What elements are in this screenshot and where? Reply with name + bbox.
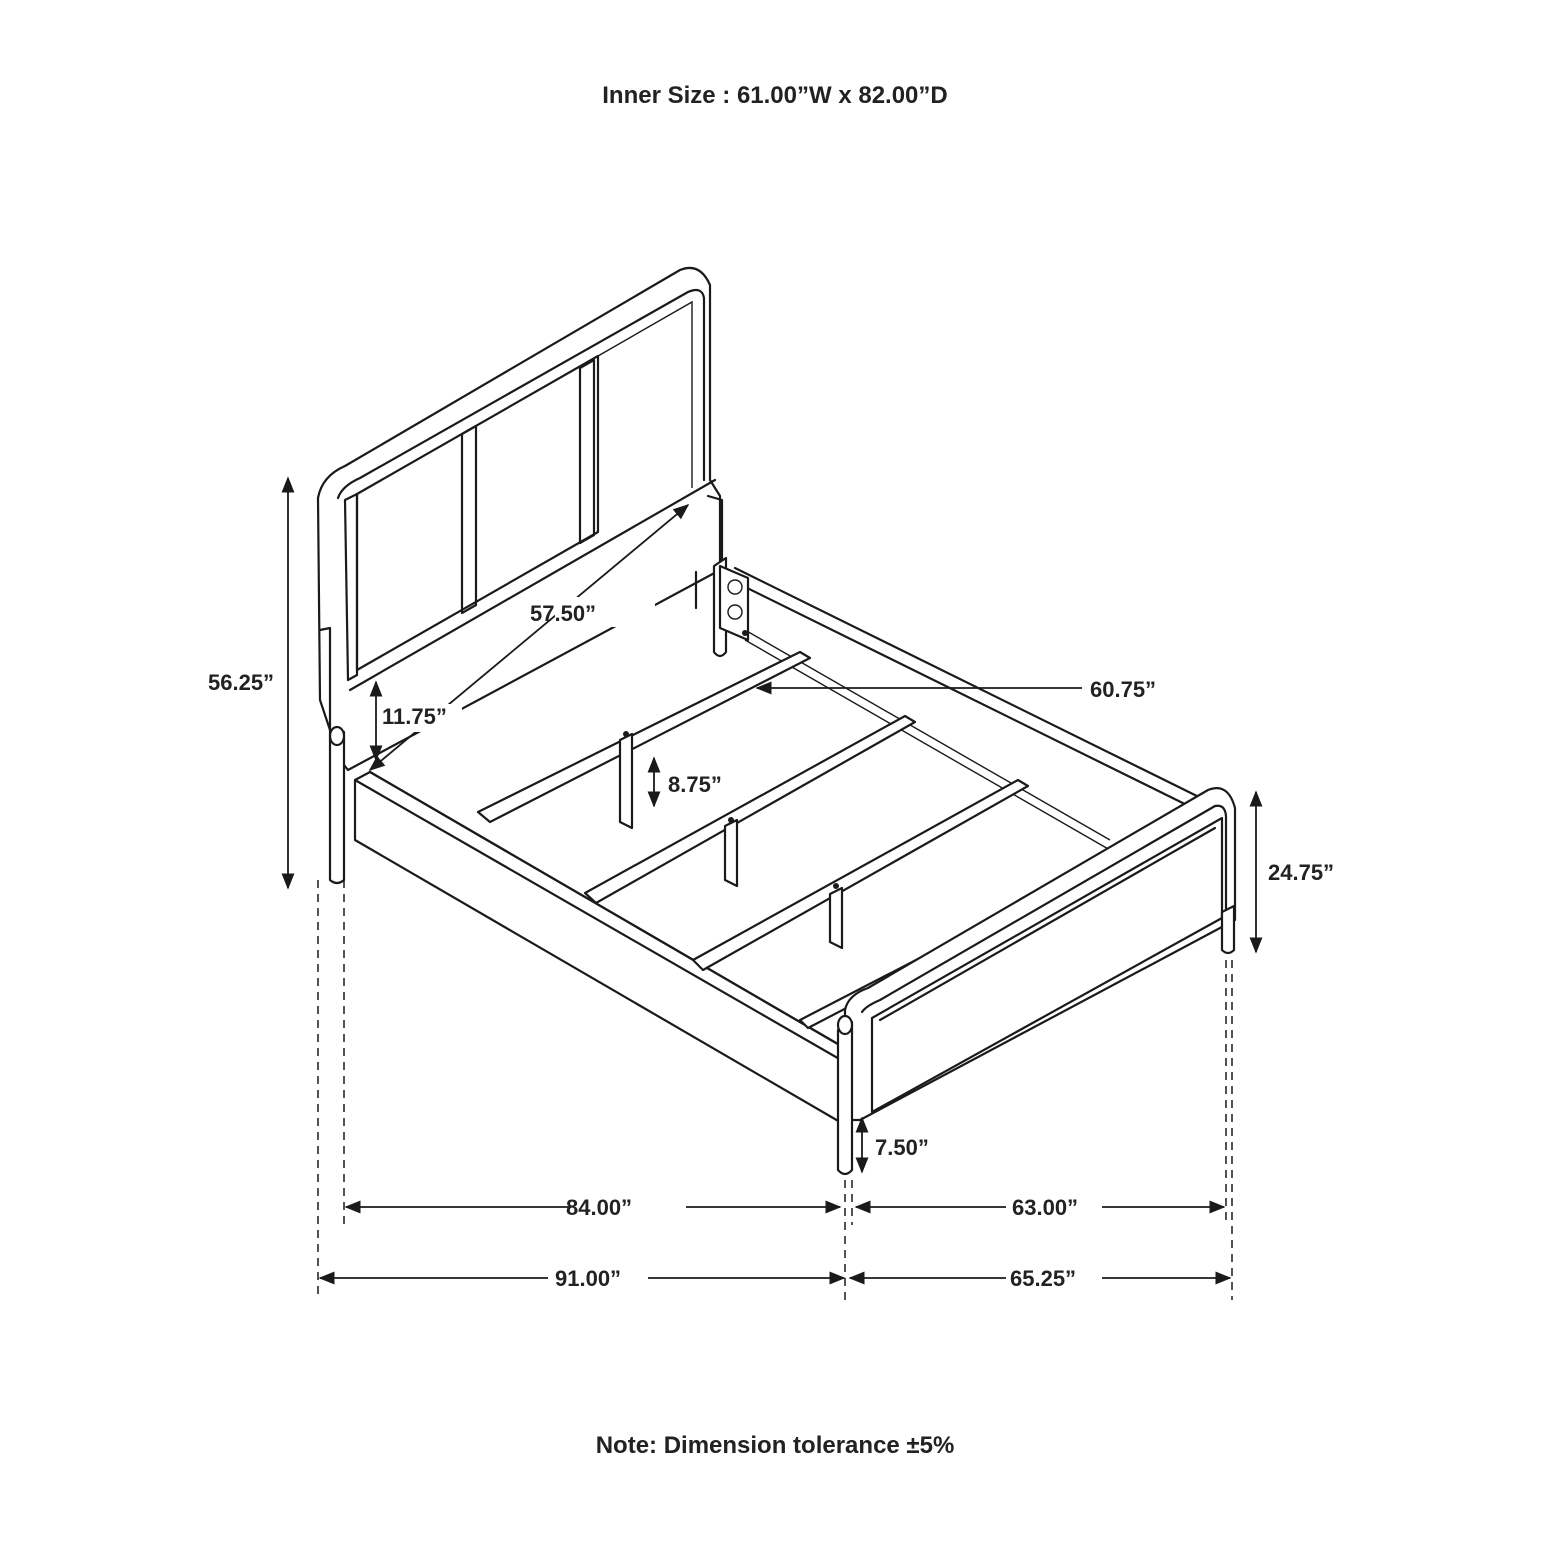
footboard: [836, 787, 1237, 1176]
tolerance-note: Note: Dimension tolerance ±5%: [595, 1432, 955, 1459]
bed-frame: [316, 266, 1237, 1176]
left-side-rail: [353, 770, 857, 1124]
slat-width-label: 60.75”: [1090, 677, 1156, 702]
headboard-width-label: 57.50”: [530, 601, 596, 626]
total-height-label: 56.25”: [208, 670, 274, 695]
inner-width-label: 63.00”: [1012, 1195, 1078, 1220]
dimension-labels: 56.25” 57.50” 11.75” 60.75” 8.75” 24.75”…: [208, 597, 1334, 1293]
headboard-clearance-label: 11.75”: [382, 704, 447, 729]
extension-lines: [317, 880, 1233, 1300]
inner-size-title: Inner Size : 61.00”W x 82.00”D: [602, 82, 948, 109]
overall-width-label: 65.25”: [1010, 1266, 1076, 1291]
right-side-rail: [733, 566, 1207, 851]
overall-length-label: 91.00”: [555, 1266, 621, 1291]
foot-clearance-label: 7.50”: [875, 1135, 929, 1160]
footboard-height-label: 24.75”: [1268, 860, 1334, 885]
inner-length-label: 84.00”: [566, 1195, 632, 1220]
support-leg-label: 8.75”: [668, 772, 722, 797]
